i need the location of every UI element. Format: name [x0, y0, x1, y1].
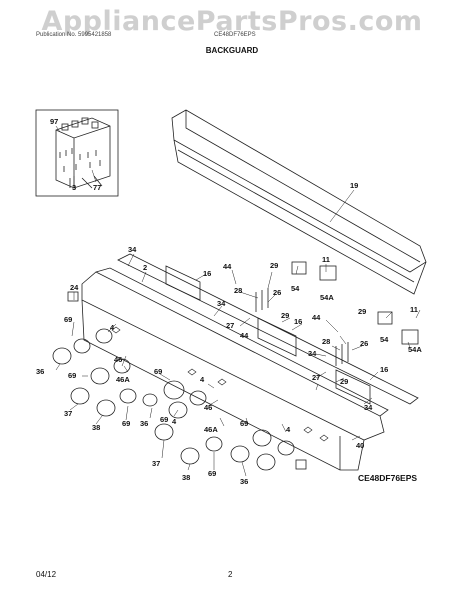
callout-34: 34 [217, 299, 226, 308]
callout-4: 4 [172, 417, 177, 426]
callout-36: 36 [240, 477, 248, 486]
header-model: CE48DF76EPS [214, 32, 256, 38]
switch-54-a [291, 261, 307, 275]
callout-2: 2 [143, 263, 147, 272]
callout-4: 4 [286, 425, 291, 434]
callout-46: 46 [204, 403, 212, 412]
header-publication: Publication No. 5995421858 [36, 32, 112, 38]
callout-46A: 46A [116, 375, 130, 384]
callout-28: 28 [234, 286, 242, 295]
callout-54A: 54A [320, 293, 334, 302]
callout-34: 34 [364, 403, 373, 412]
switch-54-b [377, 311, 393, 325]
callout-34: 34 [308, 349, 317, 358]
callout-77: 77 [93, 183, 101, 192]
callout-4: 4 [200, 375, 205, 384]
callout-11: 11 [322, 255, 330, 264]
callout-38: 38 [182, 473, 190, 482]
inset-box [35, 109, 119, 197]
callout-29: 29 [281, 311, 289, 320]
callout-69: 69 [160, 415, 168, 424]
model-code-label: CE48DF76EPS [358, 473, 417, 483]
callout-36: 36 [140, 419, 148, 428]
callout-29: 29 [340, 377, 348, 386]
part-24 [67, 291, 79, 302]
control-panel [81, 267, 389, 471]
callout-40: 40 [356, 441, 364, 450]
rear-rail [117, 253, 419, 405]
backguard-top [171, 109, 427, 295]
callout-46A: 46A [204, 425, 218, 434]
callout-69: 69 [68, 371, 76, 380]
callout-27: 27 [226, 321, 234, 330]
callout-54A: 54A [408, 345, 422, 354]
leader-lines [55, 125, 421, 477]
callout-37: 37 [64, 409, 72, 418]
callout-3: 3 [72, 183, 76, 192]
callout-28: 28 [322, 337, 330, 346]
callout-69: 69 [208, 469, 216, 478]
callout-34: 34 [128, 245, 137, 254]
callout-37: 37 [152, 459, 160, 468]
callout-36: 36 [36, 367, 44, 376]
control-knobs [52, 328, 295, 471]
callout-27: 27 [312, 373, 320, 382]
callout-26: 26 [360, 339, 368, 348]
switch-54A-b [401, 329, 419, 345]
callout-38: 38 [92, 423, 100, 432]
bracket-16-b [257, 317, 297, 357]
watermark: AppliancePartsPros.com [41, 6, 423, 37]
callout-46: 46 [114, 355, 122, 364]
switch-54A-a [319, 265, 337, 281]
callout-29: 29 [358, 307, 366, 316]
callout-69: 69 [64, 315, 72, 324]
terminal-strips [255, 288, 349, 366]
callout-16: 16 [380, 365, 388, 374]
callout-69: 69 [122, 419, 130, 428]
callout-4: 4 [110, 323, 115, 332]
callout-16: 16 [203, 269, 211, 278]
lamp-holder [295, 459, 307, 470]
callout-44: 44 [240, 331, 249, 340]
inset-panel [55, 117, 111, 189]
callout-11: 11 [410, 305, 418, 314]
bracket-16-c [335, 369, 371, 405]
callout-54: 54 [291, 284, 300, 293]
footer-date: 04/12 [36, 570, 57, 579]
callout-24: 24 [70, 283, 79, 292]
callout-16: 16 [294, 317, 302, 326]
footer-page-number: 2 [228, 570, 233, 579]
bracket-16-a [165, 265, 201, 301]
panel-cutouts [111, 326, 329, 442]
callout-54: 54 [380, 335, 389, 344]
callout-44: 44 [312, 313, 321, 322]
callout-44: 44 [223, 262, 232, 271]
callout-19: 19 [350, 181, 358, 190]
callout-69: 69 [240, 419, 248, 428]
callout-97: 97 [50, 117, 58, 126]
callout-69: 69 [154, 367, 162, 376]
callout-29: 29 [270, 261, 278, 270]
callout-26: 26 [273, 288, 281, 297]
page-title: BACKGUARD [205, 46, 259, 55]
